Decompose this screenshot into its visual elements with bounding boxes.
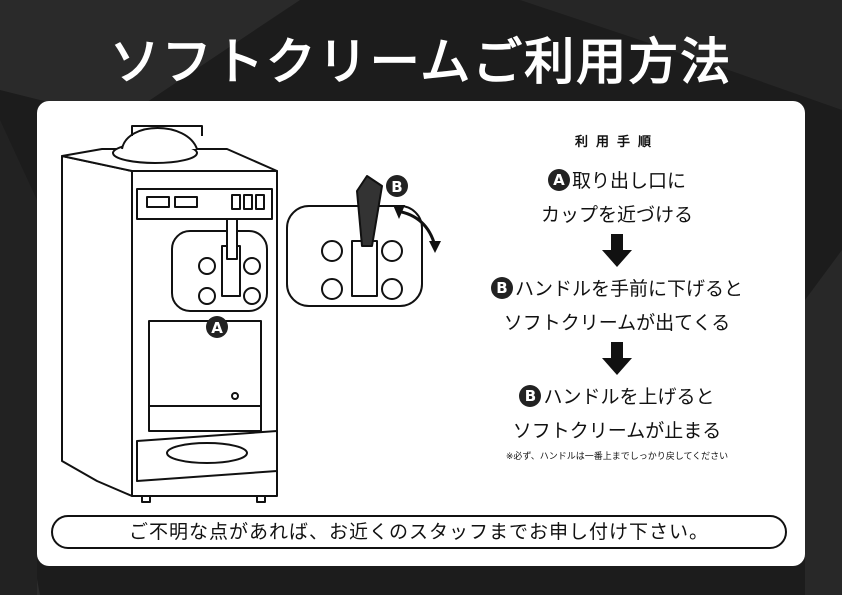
contact-staff-notice: ご不明な点があれば、お近くのスタッフまでお申し付け下さい。 [51,515,787,549]
page-title: ソフトクリームご利用方法 [109,33,733,91]
step3-badge: B [519,385,542,407]
down-arrow-icon [602,234,632,267]
soft-serve-machine-illustration: A B [61,125,441,503]
down-arrow-icon [602,342,632,375]
step1-text1: 取り出し口に [571,170,686,192]
step2-badge: B [490,277,513,299]
handle-return-note: ※必ず、ハンドルは一番上までしっかり戻してください [505,452,729,462]
step3-text1: ハンドルを上げると [543,386,715,408]
label-b-closeup: B [391,178,402,196]
label-a-machine: A [211,319,223,337]
step2-text1: ハンドルを手前に下げると [514,278,743,300]
steps-heading: 利用手順 [574,135,659,150]
step3-line2: ソフトクリームが止まる [512,420,722,442]
step2-line2: ソフトクリームが出てくる [503,312,731,334]
step1-badge: A [547,169,570,191]
step1-line2: カップを近づける [540,204,693,226]
